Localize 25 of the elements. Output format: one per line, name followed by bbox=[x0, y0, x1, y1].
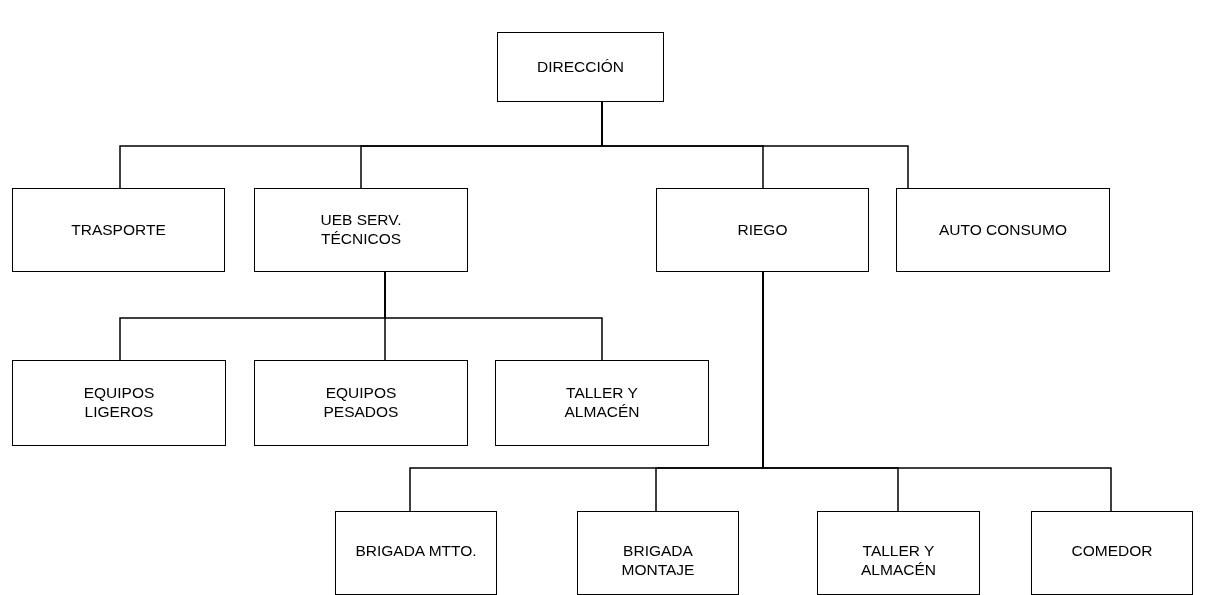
unit-name: BRIGADA MTTO. bbox=[355, 542, 477, 561]
org-box bbox=[817, 511, 980, 595]
unit-name: UEB SERV. TÉCNICOS bbox=[319, 211, 403, 249]
org-box bbox=[12, 188, 225, 272]
unit-name: TRASPORTE bbox=[71, 220, 166, 240]
org-box bbox=[896, 188, 1110, 272]
unit-name: BRIGADA MONTAJE bbox=[620, 542, 696, 580]
unit-name: AUTO CONSUMO bbox=[939, 220, 1067, 240]
org-box bbox=[495, 360, 709, 446]
org-box bbox=[335, 511, 497, 595]
org-box bbox=[1031, 511, 1193, 595]
unit-name: TALLER Y ALMACÉN bbox=[563, 384, 641, 422]
unit-name: DIRECCIÓN bbox=[537, 57, 624, 77]
unit-name: EQUIPOS LIGEROS bbox=[82, 384, 156, 422]
connector-line bbox=[384, 271, 603, 361]
unit-name: TALLER Y ALMACÉN bbox=[860, 542, 937, 580]
org-box bbox=[656, 188, 869, 272]
unit-name: COMEDOR bbox=[1071, 542, 1153, 561]
unit-name: EQUIPOS PESADOS bbox=[322, 384, 400, 422]
org-box bbox=[254, 188, 468, 272]
org-box bbox=[577, 511, 739, 595]
org-box bbox=[497, 32, 664, 102]
unit-name: RIEGO bbox=[737, 220, 788, 240]
org-box bbox=[12, 360, 226, 446]
org-box bbox=[254, 360, 468, 446]
